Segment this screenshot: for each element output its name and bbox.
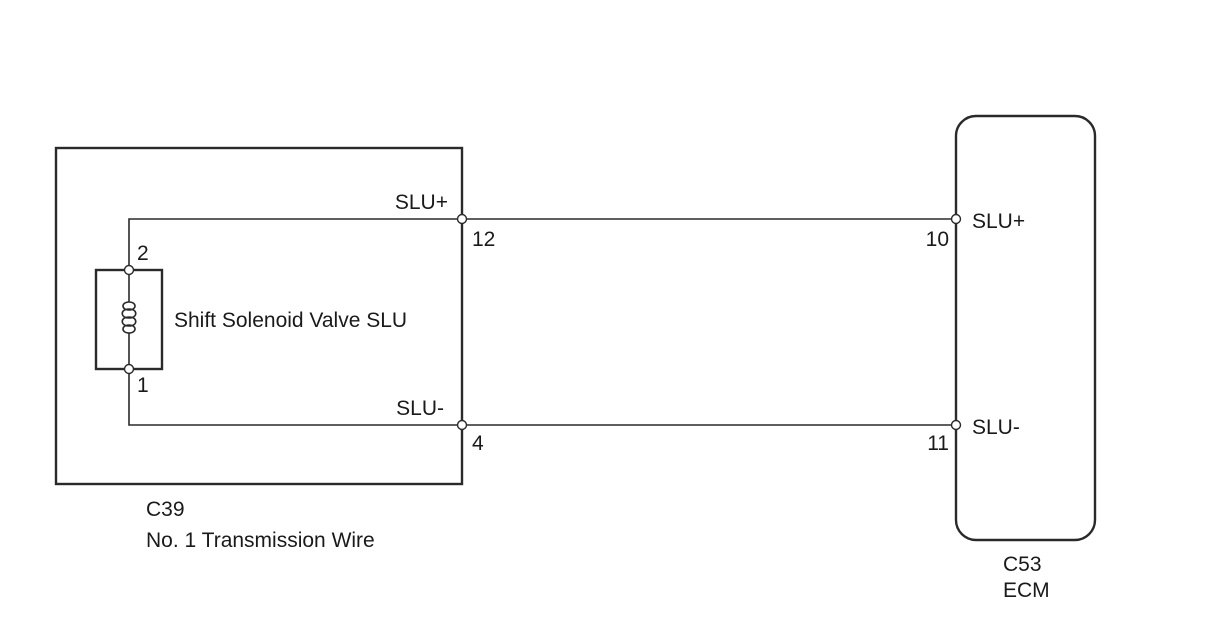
c39-name: No. 1 Transmission Wire [146,529,375,552]
wire-solenoid-to-pin12 [128,218,462,270]
terminal-ecm-10 [950,213,962,225]
pin-label-c39-4: 4 [472,432,484,455]
solenoid-label: Shift Solenoid Valve SLU [174,309,407,332]
c39-connector-box [54,146,464,486]
c39-signal-slu-plus: SLU+ [395,191,448,214]
c39-signal-slu-minus: SLU- [396,397,444,420]
pin-label-c39-12: 12 [472,228,495,251]
terminal-c39-4 [456,419,468,431]
c39-code: C39 [146,498,185,521]
ecm-signal-slu-plus: SLU+ [972,210,1025,233]
terminal-c39-12 [456,213,468,225]
wire-solenoid-to-pin4 [128,369,462,426]
pin-label-ecm-11: 11 [927,432,949,455]
c53-name: ECM [1003,579,1050,602]
ecm-box [954,114,1097,542]
c53-code: C53 [1003,553,1042,576]
terminal-solenoid-1 [123,363,135,375]
terminal-solenoid-2 [123,264,135,276]
pin-label-ecm-10: 10 [926,228,949,251]
pin-label-solenoid-1: 1 [137,374,149,397]
pin-label-solenoid-2: 2 [137,242,149,265]
terminal-ecm-11 [950,419,962,431]
coil-icon [121,301,137,334]
ecm-signal-slu-minus: SLU- [972,416,1020,439]
